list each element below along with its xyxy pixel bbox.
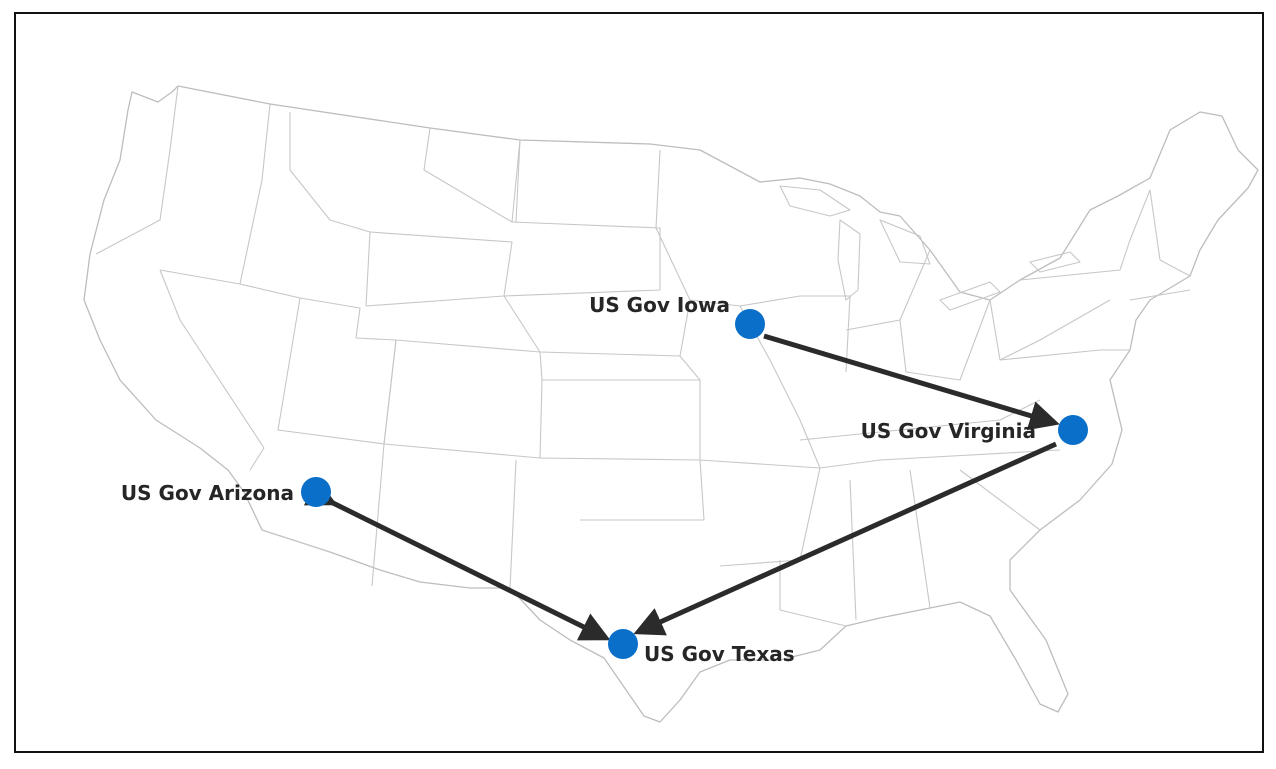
marker-virginia[interactable]	[1058, 415, 1088, 445]
route-arizona-texas	[303, 478, 611, 641]
region-labels: US Gov Iowa US Gov Virginia US Gov Arizo…	[121, 293, 1036, 666]
route-iowa-virginia	[763, 333, 1060, 431]
us-outline	[83, 85, 1259, 723]
region-markers	[301, 309, 1088, 659]
label-texas: US Gov Texas	[644, 642, 795, 666]
marker-iowa[interactable]	[735, 309, 765, 339]
routes	[303, 333, 1060, 641]
route-virginia-texas	[633, 441, 1058, 636]
map-frame	[14, 12, 1264, 753]
label-arizona: US Gov Arizona	[121, 481, 294, 505]
great-lakes	[779, 185, 1081, 311]
state-lines	[95, 85, 1191, 627]
marker-arizona[interactable]	[301, 477, 331, 507]
marker-texas[interactable]	[608, 629, 638, 659]
label-iowa: US Gov Iowa	[589, 293, 730, 317]
label-virginia: US Gov Virginia	[861, 419, 1036, 443]
